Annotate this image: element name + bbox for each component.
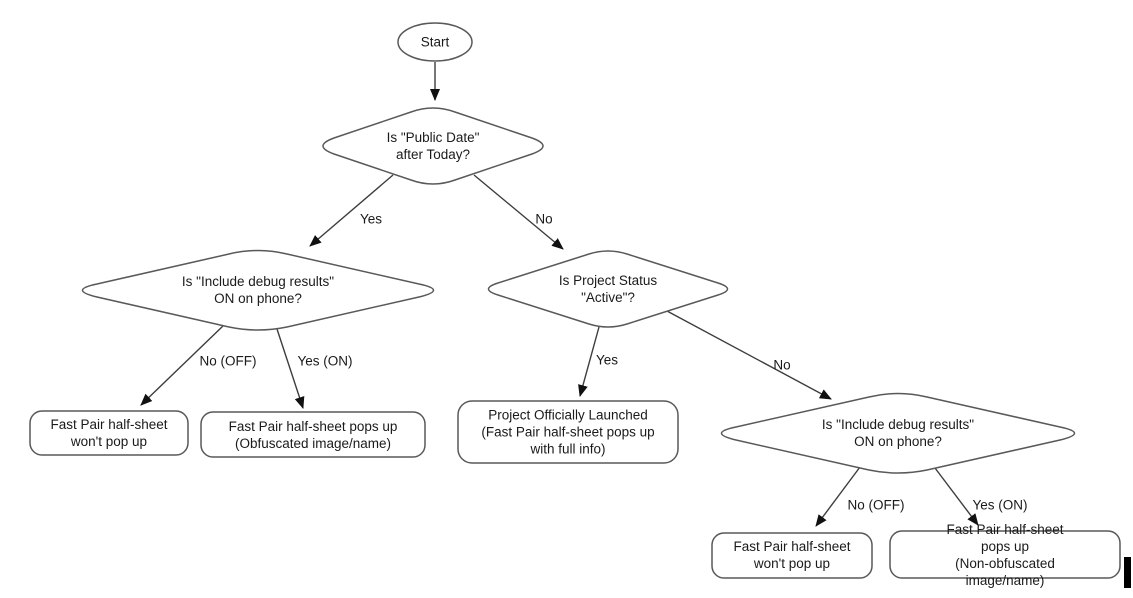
start-node-shape bbox=[397, 22, 473, 62]
decision-project-status-shape bbox=[487, 250, 729, 328]
decision-public-date-shape bbox=[322, 107, 544, 185]
edge-project-status-yes bbox=[578, 326, 600, 397]
result-no-popup-right-shape bbox=[711, 532, 873, 579]
result-no-popup-left-shape bbox=[29, 410, 189, 456]
result-launched-shape bbox=[457, 400, 679, 464]
edge-debug-right-no bbox=[815, 466, 861, 527]
text-cursor-artifact bbox=[1124, 557, 1131, 588]
edge-debug-left-yes bbox=[276, 328, 305, 409]
edge-public-date-no bbox=[473, 174, 564, 250]
edge-public-date-yes bbox=[309, 174, 394, 247]
edge-debug-right-yes bbox=[934, 467, 979, 526]
result-obfuscated-shape bbox=[200, 411, 426, 458]
edge-debug-left-no bbox=[140, 324, 225, 406]
result-non-obfuscated-shape bbox=[889, 530, 1121, 579]
decision-debug-right-shape bbox=[720, 392, 1076, 474]
decision-debug-left-shape bbox=[81, 249, 435, 331]
edge-project-status-no bbox=[666, 310, 832, 400]
